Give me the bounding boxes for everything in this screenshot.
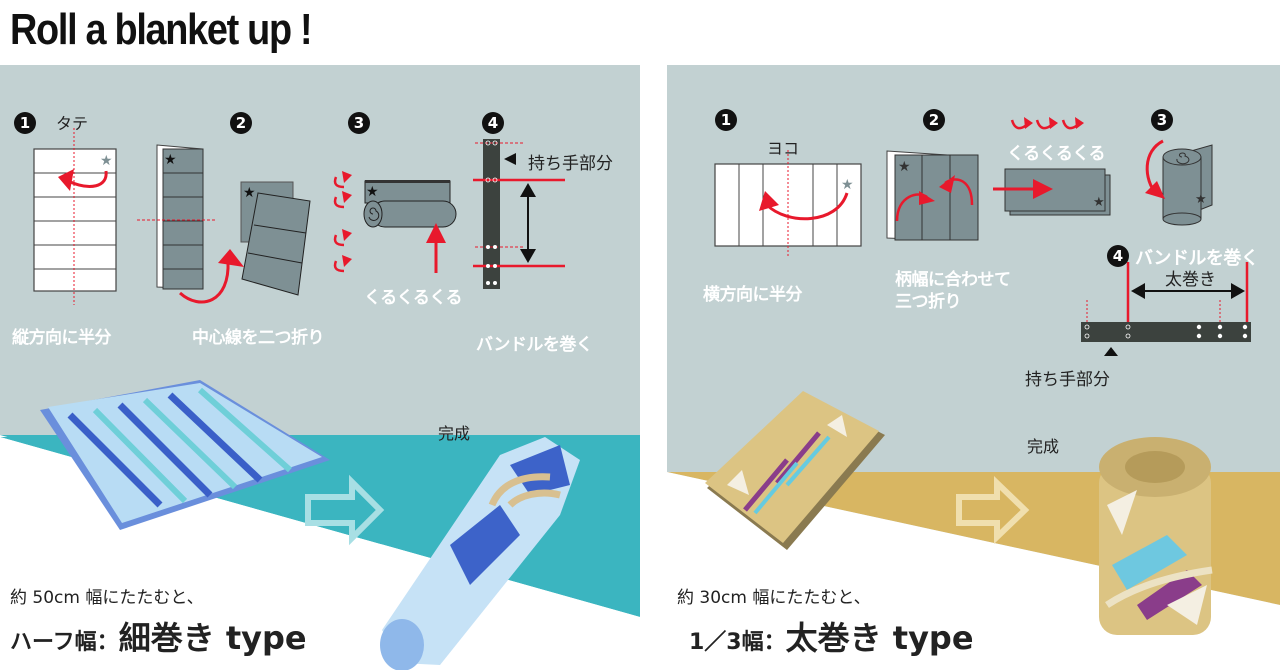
folded-blue-blanket-photo [40, 380, 330, 530]
fold-diagram-right: ★ ★ ★ [667, 65, 1280, 670]
rolled-mustard-blanket-photo [1099, 437, 1213, 635]
step2-trifold: ★ [886, 150, 979, 241]
futomaki-label: 太巻き [1165, 270, 1216, 290]
step-3-badge: 3 [1151, 109, 1173, 131]
folded-mustard-blanket-photo [705, 391, 885, 550]
svg-text:★: ★ [100, 153, 113, 169]
step-2-label-line2: 三つ折り [895, 292, 962, 312]
step3-roll-vertical: ★ [1145, 139, 1213, 226]
step-1-badge: 1 [14, 112, 36, 134]
folded-strip: ★ [993, 168, 1111, 216]
step1-sheet: ★ [33, 128, 117, 305]
step4-band [473, 139, 565, 289]
step-2-label: 中心線を二つ折り [192, 328, 325, 348]
svg-text:★: ★ [243, 185, 256, 201]
step-1-label: 縦方向に半分 [12, 328, 112, 348]
step3-roll: ★ [333, 171, 457, 273]
right-arrow-outline-icon [956, 475, 1030, 545]
roll-arrows [1010, 117, 1084, 130]
right-arrow-outline-icon [305, 474, 385, 546]
step2-sheet: ★ ★ [137, 144, 311, 304]
step1-sheet-horizontal: ★ [714, 150, 862, 257]
step-2-label-line1: 柄幅に合わせて [895, 270, 1011, 290]
svg-text:★: ★ [164, 152, 177, 168]
step-2-badge: 2 [923, 109, 945, 131]
type-name: 細巻き type [118, 619, 307, 657]
kurukuru-label: くるくるくる [1007, 144, 1105, 164]
step-2-badge: 2 [230, 112, 252, 134]
yoko-label: ヨコ [767, 139, 800, 158]
svg-text:★: ★ [841, 177, 854, 193]
handle-label: 持ち手部分 [528, 154, 613, 174]
step-4-badge: 4 [1107, 245, 1129, 267]
page-title: Roll a blanket up ! [10, 5, 313, 54]
fold-diagram: ★ ★ ★ ★ [0, 128, 640, 670]
svg-text:★: ★ [1195, 192, 1207, 207]
half-width-panel: ★ ★ ★ ★ [0, 65, 640, 670]
step-4-label: バンドルを巻く [1135, 248, 1259, 269]
step-3-badge: 3 [348, 112, 370, 134]
svg-text:★: ★ [1093, 195, 1105, 210]
done-label: 完成 [1027, 437, 1060, 456]
type-prefix: 1／3幅： [689, 630, 786, 655]
type-heading: ハーフ幅：細巻き type [10, 613, 307, 659]
rolled-blue-blanket-photo [380, 437, 580, 670]
svg-text:★: ★ [366, 184, 379, 200]
step-4-label: バンドルを巻く [476, 335, 593, 355]
tate-label: タテ [56, 114, 89, 133]
width-note: 約 50cm 幅にたたむと、 [10, 588, 204, 608]
step-4-badge: 4 [482, 112, 504, 134]
type-prefix: ハーフ幅： [10, 630, 119, 655]
step4-band-horizontal [1081, 262, 1251, 356]
third-width-panel: ★ ★ ★ [667, 65, 1280, 670]
type-name: 太巻き type [785, 619, 974, 657]
type-heading: 1／3幅：太巻き type [689, 613, 974, 659]
kurukuru-label: くるくるくる [364, 288, 462, 308]
step-1-label: 横方向に半分 [703, 285, 803, 305]
width-note: 約 30cm 幅にたたむと、 [677, 588, 871, 608]
step-1-badge: 1 [715, 109, 737, 131]
done-label: 完成 [438, 424, 471, 443]
svg-text:★: ★ [898, 159, 911, 175]
handle-label: 持ち手部分 [1025, 370, 1110, 390]
